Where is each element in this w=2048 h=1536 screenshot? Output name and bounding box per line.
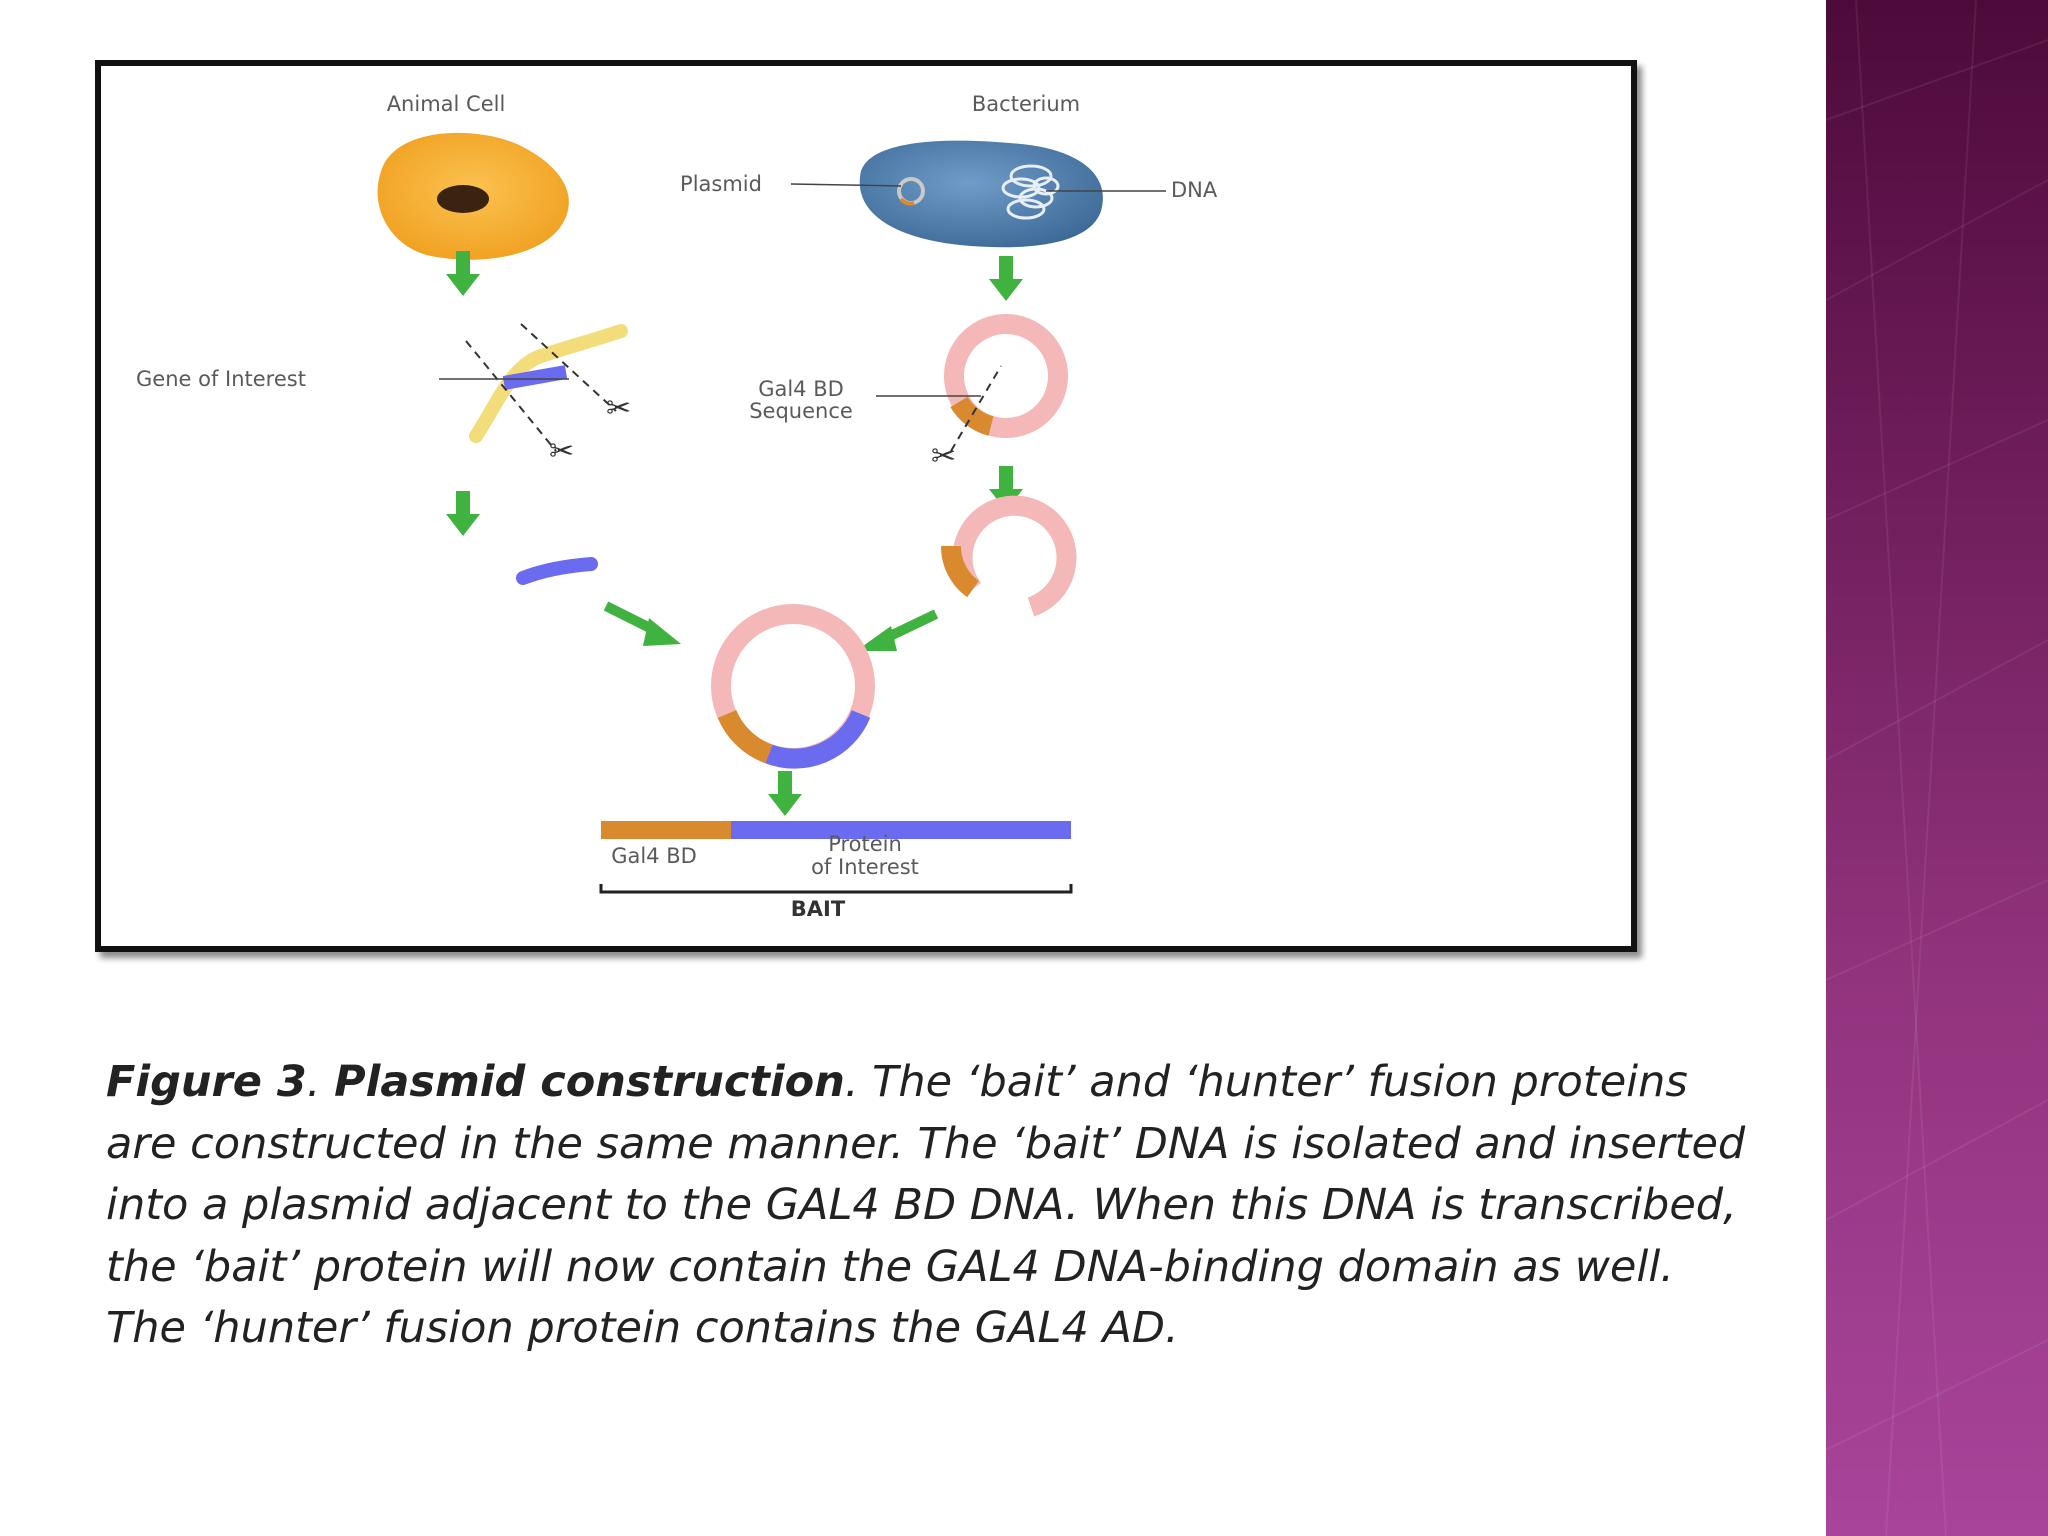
opened-plasmid — [952, 495, 1077, 617]
plasmid-label: Plasmid — [680, 172, 762, 196]
arrow-down-right-1 — [989, 256, 1023, 301]
cell-nucleus — [437, 185, 489, 213]
gal4-bd-label: Gal4 BD — [611, 844, 697, 868]
gene-strand — [469, 324, 628, 443]
opened-plasmid-gal4 — [940, 545, 980, 598]
plasmid-ring — [944, 314, 1068, 438]
bacterial-dna-coil — [1001, 164, 1060, 220]
scissors-icon: ✂ — [931, 439, 956, 474]
recombinant-gene — [765, 709, 871, 769]
protein-label-2: of Interest — [811, 855, 919, 879]
arrow-diagonal-left — [603, 601, 681, 646]
dna-label: DNA — [1171, 178, 1218, 202]
bait-protein-bar — [731, 821, 1071, 839]
arrow-down-left-2 — [446, 491, 480, 536]
caption-separator: . — [306, 1057, 335, 1107]
isolated-gene-fragment — [516, 557, 598, 585]
arrow-down-left-1 — [446, 251, 480, 296]
decorative-side-bar — [1826, 0, 2048, 1536]
cut-line-3 — [950, 365, 1002, 452]
bacterium-label: Bacterium — [972, 92, 1080, 116]
scissors-icon: ✂ — [606, 391, 631, 426]
gal4-bd-sequence-label-1: Gal4 BD — [758, 377, 844, 401]
caption-title: Plasmid construction — [334, 1057, 845, 1107]
bacterium — [859, 140, 1103, 248]
gal4-bd-sequence-label-2: Sequence — [749, 399, 853, 423]
arrow-down-center — [768, 771, 802, 816]
cut-line-1 — [465, 340, 557, 452]
gene-of-interest-label: Gene of Interest — [136, 367, 306, 391]
caption-body: . The ‘bait’ and ‘hunter’ fusion protein… — [106, 1057, 1746, 1353]
bait-gal4-bar — [601, 821, 731, 839]
side-bar-pattern — [1826, 0, 2048, 1536]
plasmid-pointer — [790, 183, 902, 187]
bait-label: BAIT — [791, 897, 846, 921]
scissors-icon: ✂ — [549, 434, 574, 469]
plasmid-gal4-segment — [899, 197, 915, 206]
recombinant-gal4 — [717, 709, 773, 764]
cut-line-2 — [520, 323, 617, 412]
gal4-bd-segment — [950, 396, 994, 436]
slide: Animal Cell Bacterium Plasmid DNA — [95, 60, 1766, 1360]
protein-label-1: Protein — [828, 832, 902, 856]
bait-bracket — [599, 884, 1073, 894]
arrow-diagonal-right — [856, 609, 939, 651]
animal-cell-label: Animal Cell — [387, 92, 506, 116]
figure-frame: Animal Cell Bacterium Plasmid DNA — [95, 60, 1637, 952]
caption-figure-number: Figure 3 — [106, 1057, 307, 1107]
gene-of-interest-segment — [502, 365, 568, 390]
figure-caption: Figure 3. Plasmid construction. The ‘bai… — [106, 1052, 1766, 1360]
plasmid-construction-diagram: Animal Cell Bacterium Plasmid DNA — [136, 92, 1218, 921]
